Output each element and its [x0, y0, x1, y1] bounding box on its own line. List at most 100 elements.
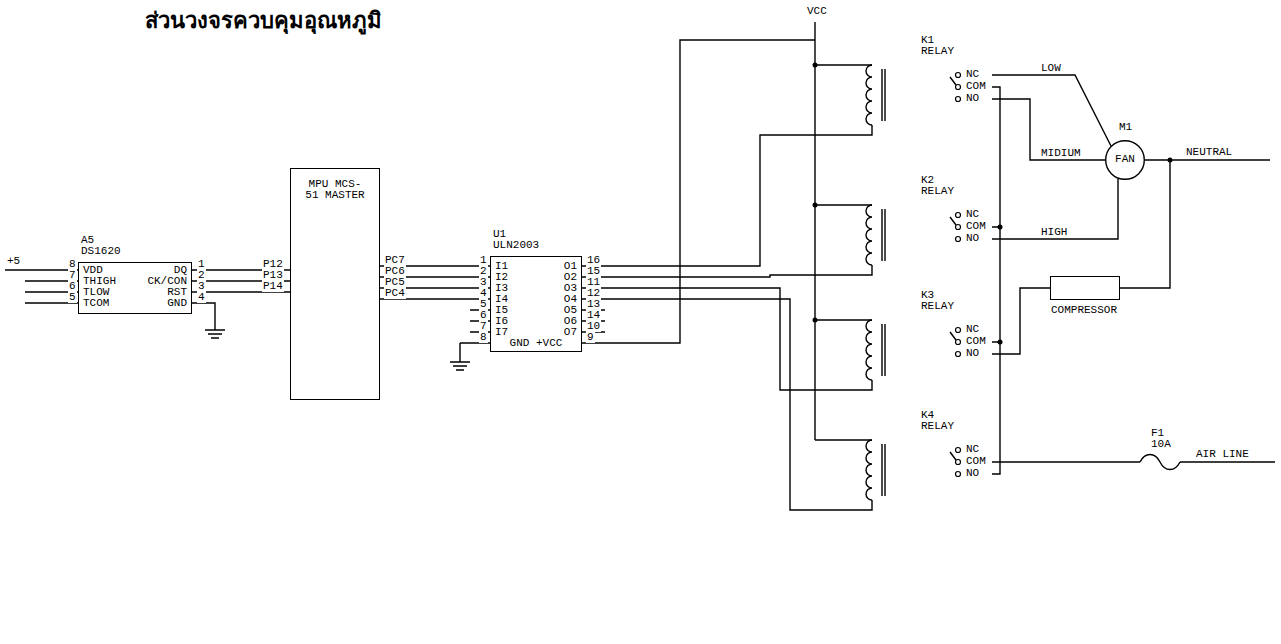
- pin-name: I7: [495, 327, 508, 338]
- signal-label: NO: [965, 233, 980, 244]
- pin-number: 8: [479, 332, 488, 343]
- pin-number: 14: [586, 310, 601, 321]
- signal-label: +5: [6, 256, 21, 267]
- relay-blade: [950, 332, 956, 340]
- relay-core: [882, 324, 885, 376]
- pin-name: O5: [564, 305, 577, 316]
- relay-core: [882, 444, 885, 496]
- relay-coil: [866, 320, 872, 380]
- pin-number: 4: [197, 292, 206, 303]
- pin-number: 12: [586, 288, 601, 299]
- pin-number: 3: [197, 281, 206, 292]
- pin-number: 7: [68, 270, 77, 281]
- junction-dot: [813, 203, 818, 208]
- relay-contact: [956, 448, 961, 453]
- junction-dot: [813, 63, 818, 68]
- relay-symbols: [866, 65, 961, 500]
- pin-number: 5: [68, 292, 77, 303]
- signal-label: K2: [920, 175, 935, 186]
- pin-name: I6: [495, 316, 508, 327]
- relay-contact: [956, 352, 961, 357]
- signal-label: COM: [965, 336, 987, 347]
- junction-dots: [813, 63, 1173, 345]
- ds1620-pin-wires: [5, 270, 78, 303]
- signal-label: LOW: [1040, 63, 1062, 74]
- signal-label: NC: [965, 444, 980, 455]
- relay-symbol: [866, 440, 961, 500]
- signal-label: COM: [965, 456, 987, 467]
- signal-label: RELAY: [920, 301, 955, 312]
- signal-label: PC4: [384, 288, 406, 299]
- relay-contact: [956, 340, 961, 345]
- pin-number: 1: [479, 255, 488, 266]
- part-name: U1 ULN2003: [493, 229, 539, 251]
- signal-label: NEUTRAL: [1185, 147, 1233, 158]
- signal-label: VCC: [806, 6, 828, 17]
- signal-label: NC: [965, 69, 980, 80]
- signal-label: NC: [965, 324, 980, 335]
- node-label: M1: [1119, 122, 1132, 133]
- pin-number: 6: [68, 281, 77, 292]
- pin-number: 9: [586, 332, 595, 343]
- pin-name: RST: [167, 287, 187, 298]
- signal-label: K4: [920, 410, 935, 421]
- signal-label: NO: [965, 348, 980, 359]
- pin-name: O7: [564, 327, 577, 338]
- neutral-line: [1170, 159, 1270, 160]
- node-label: COMPRESSOR: [1051, 305, 1117, 316]
- pin-number: 4: [479, 288, 488, 299]
- driver-output-wire: [582, 125, 872, 266]
- pin-name: DQ: [174, 265, 187, 276]
- relay-symbol: [866, 320, 961, 380]
- relay-contact: [956, 237, 961, 242]
- signal-label: PC5: [384, 277, 406, 288]
- fan-medium-wire: [992, 99, 1105, 160]
- relay-coil: [866, 440, 872, 500]
- pin-name: O3: [564, 283, 577, 294]
- junction-dot: [998, 225, 1003, 230]
- pin-name: CK/CON: [147, 276, 187, 287]
- signal-label: MIDIUM: [1040, 148, 1082, 159]
- node-label: MPU MCS-51 MASTER: [291, 179, 379, 201]
- junction-dot: [998, 340, 1003, 345]
- relay-blade: [950, 452, 956, 460]
- relay-blade: [950, 77, 956, 85]
- signal-label: NO: [965, 93, 980, 104]
- ic-box: A5 DS1620VDDTHIGHTLOWTCOMDQCK/CONRSTGND: [78, 262, 192, 314]
- signal-label: PC7: [384, 255, 406, 266]
- signal-label: COM: [965, 81, 987, 92]
- relay-contact: [956, 460, 961, 465]
- diagram-title: ส่วนวงจรควบคุมอุณหภูมิ: [145, 8, 382, 34]
- fan-low-wire: [992, 75, 1111, 146]
- fan-motor: M1FAN: [1105, 140, 1145, 180]
- compressor-box: COMPRESSOR: [1050, 276, 1120, 300]
- signal-label: HIGH: [1040, 227, 1068, 238]
- relay-coil: [866, 65, 872, 125]
- pin-name: VDD: [83, 265, 103, 276]
- relay-symbol: [866, 65, 961, 125]
- relay-core: [882, 69, 885, 121]
- pin-number: 13: [586, 299, 601, 310]
- signal-label: PC6: [384, 266, 406, 277]
- compressor-wire: [992, 288, 1050, 354]
- fuse-symbol: [1140, 455, 1180, 470]
- relay-contact: [956, 73, 961, 78]
- signal-label: RELAY: [920, 421, 955, 432]
- signal-label: P13: [262, 270, 284, 281]
- pin-number: 1: [197, 259, 206, 270]
- pin-name: GND: [167, 298, 187, 309]
- ground-wire: [450, 343, 490, 370]
- pin-name: I2: [495, 272, 508, 283]
- pin-number: 7: [479, 321, 488, 332]
- pin-name: TCOM: [83, 298, 109, 309]
- relay-contact: [956, 328, 961, 333]
- signal-label: F1: [1150, 428, 1165, 439]
- junction-dot: [813, 318, 818, 323]
- pin-name: THIGH: [83, 276, 116, 287]
- signal-label: NO: [965, 468, 980, 479]
- pin-number: 8: [68, 259, 77, 270]
- signal-label: RELAY: [920, 46, 955, 57]
- pin-name: O1: [564, 261, 577, 272]
